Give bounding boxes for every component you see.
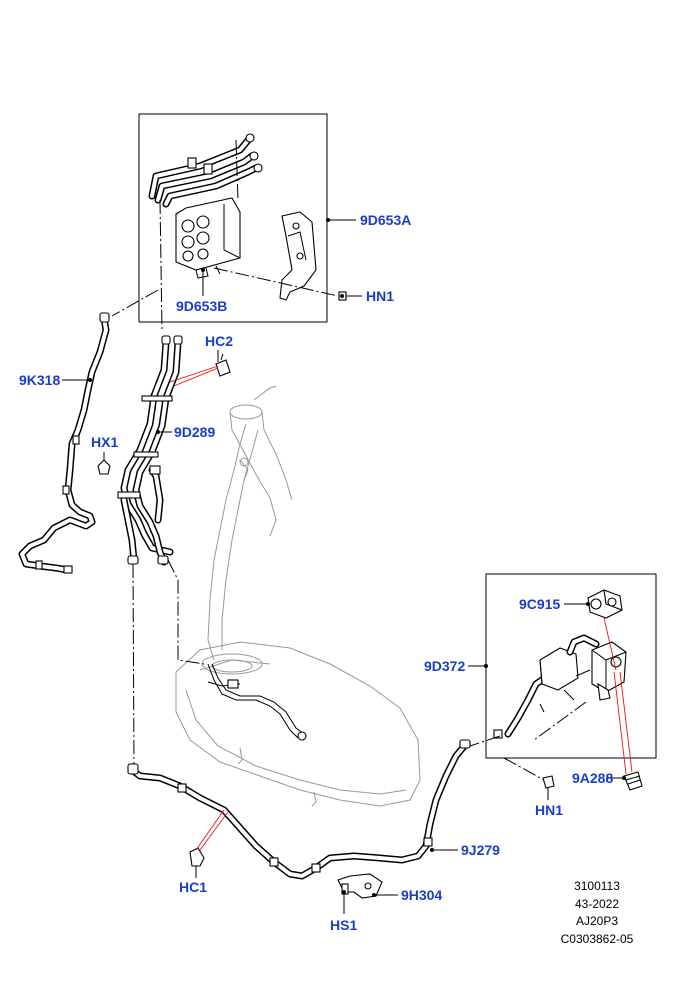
centreline-canister-hn1 (213, 267, 339, 297)
filter-9a288 (623, 771, 643, 791)
evap-canister (175, 197, 241, 279)
fuel-sender-lines (207, 663, 307, 741)
reference-line-2: 43-2022 (575, 897, 619, 911)
reference-line-3: AJ20P3 (576, 914, 618, 928)
leader-dots (88, 218, 626, 897)
tube-9d289 (117, 335, 183, 566)
callout-9d653b[interactable]: 9D653B (176, 298, 227, 314)
leader-lines (62, 219, 633, 914)
callout-hx1[interactable]: HX1 (91, 434, 118, 450)
detail-box-canister (138, 113, 328, 323)
fastener-hn1-bottom (542, 775, 555, 789)
canister-bracket (279, 211, 317, 301)
callout-9j279[interactable]: 9J279 (461, 842, 500, 858)
reference-block: 3100113 43-2022 AJ20P3 C0303862-05 (561, 879, 634, 946)
centreline-lower-left (132, 563, 135, 769)
filler-neck-ghost (207, 385, 293, 661)
bracket-9h304 (337, 873, 383, 899)
callout-labels: 9D653A 9D653B HN1 HC2 9K318 9D289 HX1 9C… (19, 212, 613, 933)
callout-9a288[interactable]: 9A288 (572, 770, 613, 786)
fastener-hn1-top (338, 291, 347, 301)
centreline-canister-down (159, 199, 163, 331)
valve-assembly-9d372 (493, 634, 627, 739)
callout-hs1[interactable]: HS1 (330, 917, 357, 933)
callout-9d289[interactable]: 9D289 (174, 424, 215, 440)
callout-9c915[interactable]: 9C915 (519, 596, 560, 612)
clip-hc2 (215, 353, 231, 377)
canister-pipes (148, 133, 263, 208)
tube-9k318 (18, 312, 110, 574)
tube-9j279 (127, 739, 471, 880)
callout-hn1-bottom[interactable]: HN1 (535, 802, 563, 818)
clip-hc1 (189, 847, 205, 867)
callout-hc2[interactable]: HC2 (205, 333, 233, 349)
centreline-to-tank (167, 559, 205, 665)
reference-line-4: C0303862-05 (561, 932, 634, 946)
fuel-tank-ghost (175, 641, 421, 807)
callout-hn1-top[interactable]: HN1 (366, 288, 394, 304)
callout-9d372[interactable]: 9D372 (424, 658, 465, 674)
centreline-9k318 (111, 289, 159, 317)
centreline-box2-hn1 (503, 757, 545, 781)
centreline-canister-top (235, 139, 239, 201)
callout-hc1[interactable]: HC1 (179, 879, 207, 895)
centreline-box2-mid (533, 701, 587, 741)
centreline-box2-left (469, 735, 501, 747)
purge-valve-9c915 (587, 589, 623, 619)
clip-hx1 (97, 459, 111, 475)
callout-9k318[interactable]: 9K318 (19, 372, 60, 388)
reference-line-1: 3100113 (574, 879, 620, 893)
callout-9h304[interactable]: 9H304 (401, 887, 442, 903)
callout-9d653a[interactable]: 9D653A (360, 212, 411, 228)
